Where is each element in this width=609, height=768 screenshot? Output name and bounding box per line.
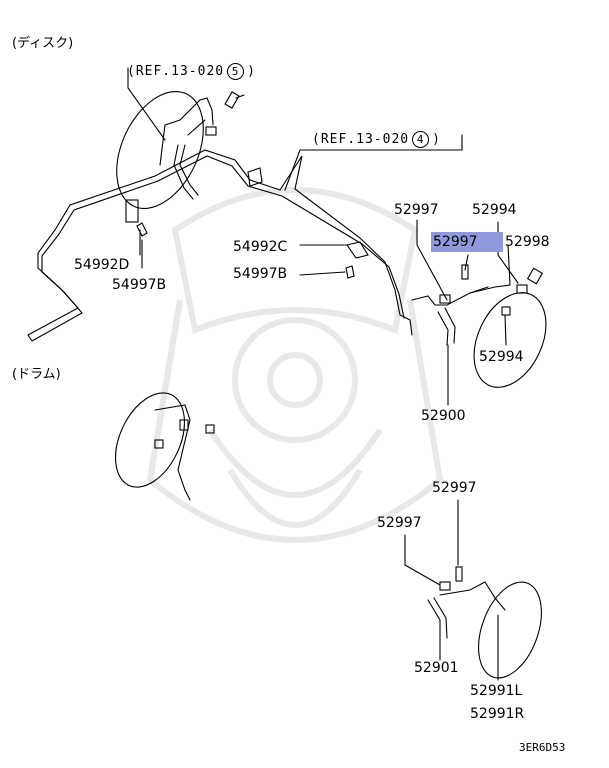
part-label-52900[interactable]: 52900	[421, 408, 466, 424]
lower-hose-2	[433, 597, 448, 639]
lower-hose	[427, 599, 441, 641]
bracket-54992C	[346, 241, 369, 259]
part-label-52994-right[interactable]: 52994	[479, 349, 524, 365]
left-fitting	[187, 119, 206, 136]
left-hose-2	[173, 144, 194, 200]
right-clip	[439, 294, 451, 304]
pipe-clip	[247, 167, 263, 187]
ref-4-prefix: (REF.13-020	[312, 132, 410, 147]
ref-4-suffix: )	[432, 132, 441, 147]
lower-bolt	[455, 566, 463, 582]
left-caliper-outline	[116, 91, 204, 209]
diagram-code: 3ER6D53	[519, 741, 566, 754]
ref-4-number: 4	[412, 131, 430, 148]
leader-52997-low-left	[404, 534, 441, 586]
part-label-52991R[interactable]: 52991R	[470, 706, 525, 722]
leader-ref5	[127, 67, 166, 141]
left-hose	[179, 144, 199, 196]
ref-5-suffix: )	[247, 64, 256, 79]
drum-fitting	[179, 419, 189, 431]
drum-outline-upper	[115, 392, 185, 488]
section-drum-label: (ドラム)	[12, 367, 61, 382]
lower-pipe	[439, 581, 506, 611]
right-hose-2	[444, 307, 456, 344]
left-bolt	[224, 91, 240, 109]
drum-clip	[205, 424, 215, 434]
leader-54997B-mid	[299, 271, 346, 276]
part-label-54997B-left[interactable]: 54997B	[112, 277, 167, 293]
bolt-52998	[526, 267, 544, 285]
drum-pipe-upper	[154, 404, 191, 501]
lower-caliper-outline	[478, 581, 542, 679]
part-label-52997-top[interactable]: 52997	[394, 202, 439, 218]
part-label-52901[interactable]: 52901	[414, 660, 459, 676]
right-hose-top	[469, 284, 511, 294]
part-label-52991L[interactable]: 52991L	[470, 683, 523, 699]
part-label-54997B-mid[interactable]: 54997B	[233, 266, 288, 282]
ref-5-number: 5	[227, 63, 245, 80]
washer-52994-b	[501, 306, 511, 316]
leader-52994-right	[504, 314, 507, 346]
left-clip	[205, 126, 217, 136]
part-label-54992C[interactable]: 54992C	[233, 239, 288, 255]
part-label-52997-highlighted[interactable]: 52997	[431, 232, 503, 252]
lower-clip	[439, 581, 451, 591]
bolt-52997	[461, 264, 469, 280]
section-disc-label: (ディスク)	[12, 36, 74, 51]
part-label-54992D[interactable]: 54992D	[74, 257, 130, 273]
part-label-52994-top[interactable]: 52994	[472, 202, 517, 218]
right-hose	[437, 311, 449, 346]
main-brake-pipe-inner	[31, 155, 405, 342]
left-bolt-shaft	[235, 94, 245, 99]
leader-52997-hl	[464, 254, 469, 271]
main-brake-pipe	[27, 149, 413, 336]
leader-52997-top	[416, 219, 448, 301]
ref-5-prefix: (REF.13-020	[127, 64, 225, 79]
washer-52994	[516, 284, 528, 294]
leader-52998	[507, 244, 511, 286]
part-label-52997-lower-left[interactable]: 52997	[377, 515, 422, 531]
bolt-54997B-left	[136, 222, 148, 237]
watermark-emblem	[146, 187, 444, 543]
right-caliper-outline	[473, 292, 547, 388]
left-upper-pipe	[159, 97, 214, 166]
lines	[27, 67, 547, 681]
bolt-54997B-mid	[345, 265, 355, 279]
drum-clip-2	[154, 439, 164, 449]
leader-ref4	[284, 134, 463, 191]
bracket-54992D	[125, 199, 139, 223]
part-label-52998[interactable]: 52998	[505, 234, 550, 250]
part-label-52997-lower-right[interactable]: 52997	[432, 480, 477, 496]
pipe-end	[27, 334, 33, 342]
